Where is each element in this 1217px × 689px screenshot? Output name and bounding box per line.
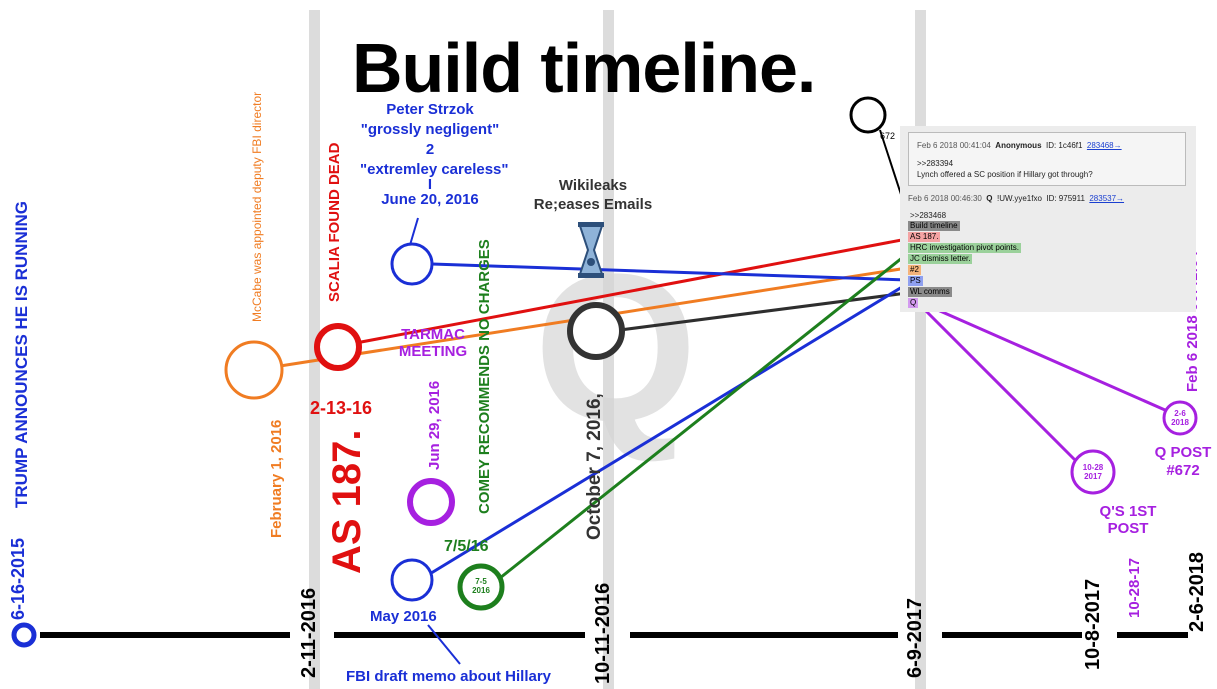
- post-item-q: Q: [908, 298, 919, 308]
- q-name: Q: [986, 194, 993, 203]
- connector-gray: [619, 291, 908, 332]
- q-link[interactable]: 283537→: [1089, 194, 1125, 203]
- q672-label-line-1: Q POST: [1154, 444, 1212, 461]
- axis-date-1: 6-16-2015: [8, 537, 28, 620]
- q1-circle-label: 10-28 2017: [1076, 463, 1110, 481]
- tarmac-circle: [407, 478, 455, 526]
- axis-date-5: 10-8-2017: [1082, 578, 1104, 670]
- tarmac-line-2: MEETING: [398, 343, 468, 360]
- num672-label: 672: [880, 131, 896, 141]
- memo-pointer: [427, 624, 461, 665]
- q1-date: 10-28-17: [1126, 557, 1143, 618]
- q672-circle-line-2: 2018: [1171, 418, 1189, 427]
- comey-circle-line-2: 2016: [472, 586, 490, 595]
- strzok-line-2: "grossly negligent": [360, 121, 500, 138]
- scalia-circle: [314, 323, 362, 371]
- q672-circle-line-1: 2-6: [1174, 409, 1186, 418]
- q1-circle: [1070, 449, 1116, 495]
- guide-bar-2017: [915, 10, 926, 689]
- q1-label-line-2: POST: [1107, 520, 1149, 537]
- strzok-date: June 20, 2016: [381, 191, 479, 208]
- post-item-as187: AS 187.: [908, 232, 941, 242]
- may2016-circle: [390, 558, 434, 602]
- post-item-jc: JC dismiss letter.: [908, 254, 973, 264]
- comey-label: COMEY RECOMMENDS NO CHARGES: [476, 239, 493, 514]
- comey-circle: [457, 563, 505, 611]
- anon-text: Lynch offered a SC position if Hillary g…: [917, 170, 1093, 179]
- may2016-label: May 2016: [370, 608, 437, 625]
- strzok-line-1: Peter Strzok: [386, 101, 474, 118]
- connector-purple-q672: [914, 298, 1166, 412]
- q672-label: Q POST #672: [1150, 444, 1216, 480]
- axis-date-6: 2-6-2018: [1186, 551, 1208, 632]
- strzok-line-5: I: [427, 176, 433, 193]
- comey-date: 7/5/16: [444, 538, 489, 555]
- connector-purple-q1: [913, 298, 1084, 469]
- wikileaks-circle: [567, 302, 625, 360]
- q672-top-circle: [849, 96, 887, 134]
- scalia-date: 2-13-16: [310, 398, 373, 418]
- post-item-build-timeline: Build timeline: [908, 221, 960, 231]
- q1-circle-line-1: 10-28: [1082, 463, 1104, 472]
- axis-date-2: 2-11-2016: [298, 587, 320, 678]
- post-item-hrc: HRC investigation pivot points.: [908, 243, 1021, 253]
- mccabe-circle: [224, 340, 284, 400]
- q-post-screenshot: Feb 6 2018 00:41:04 Anonymous ID: 1c46f1…: [900, 126, 1196, 312]
- anon-date: Feb 6 2018 00:41:04: [917, 141, 991, 150]
- strzok-line-3: 2: [425, 141, 435, 158]
- strzok-line-4: "extremley careless": [360, 161, 509, 178]
- jun29-label: Jun 29, 2016: [426, 380, 443, 470]
- post-item-2: #2: [908, 265, 921, 275]
- q-id: ID: 975911: [1046, 194, 1085, 203]
- anon-reply: >>283394: [917, 159, 954, 168]
- axis-start-circle: [11, 622, 37, 648]
- post-item-ps: PS: [908, 276, 923, 286]
- strzok-label: Peter Strzok "grossly negligent" 2 "extr…: [360, 100, 509, 210]
- q1-circle-line-2: 2017: [1084, 472, 1102, 481]
- scalia-label: SCALIA FOUND DEAD: [326, 142, 343, 302]
- anon-link[interactable]: 283468→: [1086, 141, 1122, 150]
- connector-blue-lower: [427, 282, 908, 577]
- feb1-label: February 1, 2016: [268, 419, 285, 538]
- page-title: Build timeline.: [352, 29, 816, 107]
- fbi-memo-label: FBI draft memo about Hillary: [346, 668, 552, 685]
- q672-circle: [1162, 400, 1198, 436]
- post-item-wl: WL comms: [908, 287, 952, 297]
- oct7-label: October 7, 2016,: [584, 393, 605, 540]
- comey-circle-line-1: 7-5: [475, 577, 487, 586]
- connector-blue-upper: [431, 262, 908, 282]
- as187-label: AS 187.: [325, 429, 369, 574]
- q672-circle-label: 2-6 2018: [1166, 409, 1194, 427]
- q1-label: Q'S 1ST POST: [1088, 503, 1168, 537]
- q672-label-line-2: #672: [1166, 462, 1200, 479]
- trump-label: TRUMP ANNOUNCES HE IS RUNNING: [12, 201, 31, 508]
- axis-date-4: 6-9-2017: [904, 597, 926, 678]
- anon-name: Anonymous: [995, 141, 1042, 150]
- hourglass-icon: [578, 222, 604, 278]
- q1-label-line-1: Q'S 1ST: [1099, 503, 1157, 520]
- anon-id: ID: 1c46f1: [1045, 141, 1083, 150]
- q-reply: >>283468: [910, 211, 947, 220]
- strzok-pointer: [409, 217, 419, 246]
- anon-post: Feb 6 2018 00:41:04 Anonymous ID: 1c46f1…: [908, 132, 1186, 186]
- mccabe-label: McCabe was appointed deputy FBI director: [250, 91, 264, 322]
- strzok-circle: [390, 242, 434, 286]
- q-trip: !UW.yye1fxo: [996, 194, 1042, 203]
- wikileaks-label: Wikileaks Re;eases Emails: [526, 176, 660, 214]
- connector-red: [339, 237, 908, 348]
- q-date: Feb 6 2018 00:46:30: [908, 194, 982, 203]
- wikileaks-line-2: Re;eases Emails: [533, 196, 653, 213]
- wikileaks-line-1: Wikileaks: [558, 177, 628, 194]
- connector-green: [499, 252, 908, 580]
- tarmac-line-1: TARMAC: [401, 326, 465, 343]
- axis-date-3: 10-11-2016: [592, 582, 614, 684]
- tarmac-label: TARMAC MEETING: [396, 326, 470, 360]
- comey-circle-label: 7-5 2016: [466, 577, 496, 595]
